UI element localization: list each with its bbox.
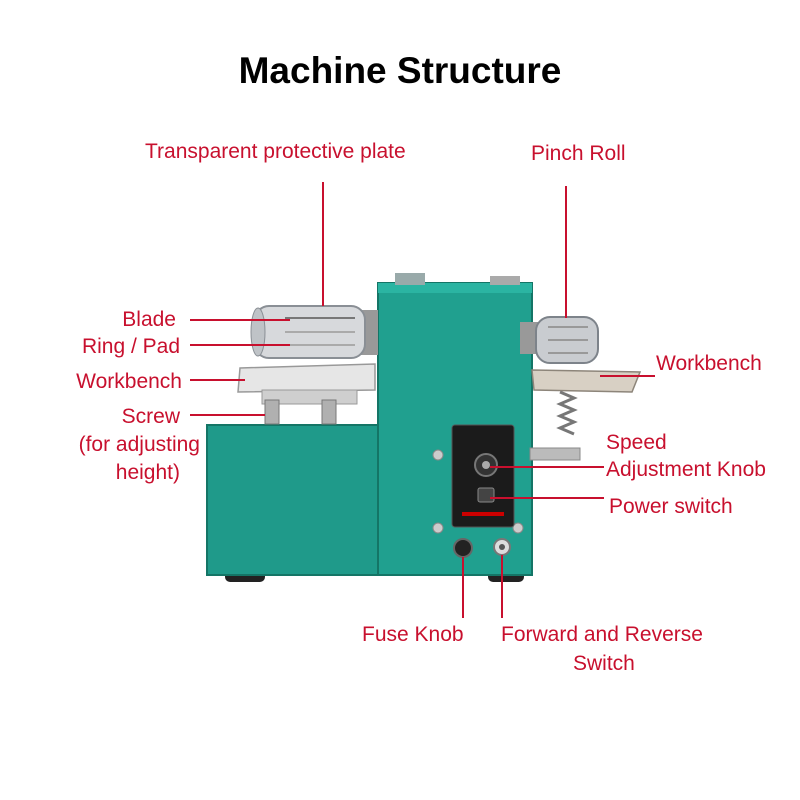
label-workbench-right: Workbench <box>656 351 762 377</box>
label-fuse-knob: Fuse Knob <box>362 622 464 648</box>
label-blade: Blade <box>60 307 176 333</box>
label-ring-pad: Ring / Pad <box>40 334 180 360</box>
label-switch: Switch <box>573 651 635 677</box>
label-screw-note-line1: (for adjusting <box>30 432 200 458</box>
label-pinch-roll: Pinch Roll <box>531 141 626 167</box>
label-forward-reverse: Forward and Reverse <box>501 622 703 648</box>
label-power-switch: Power switch <box>609 494 733 520</box>
label-adjustment-knob: Adjustment Knob <box>606 457 766 483</box>
label-screw-note-line2: height) <box>30 460 180 486</box>
label-screw: Screw <box>30 404 180 430</box>
label-workbench-left: Workbench <box>30 369 182 395</box>
label-speed: Speed <box>606 430 667 456</box>
page-title: Machine Structure <box>0 50 800 92</box>
label-transparent-protective-plate: Transparent protective plate <box>145 139 406 165</box>
